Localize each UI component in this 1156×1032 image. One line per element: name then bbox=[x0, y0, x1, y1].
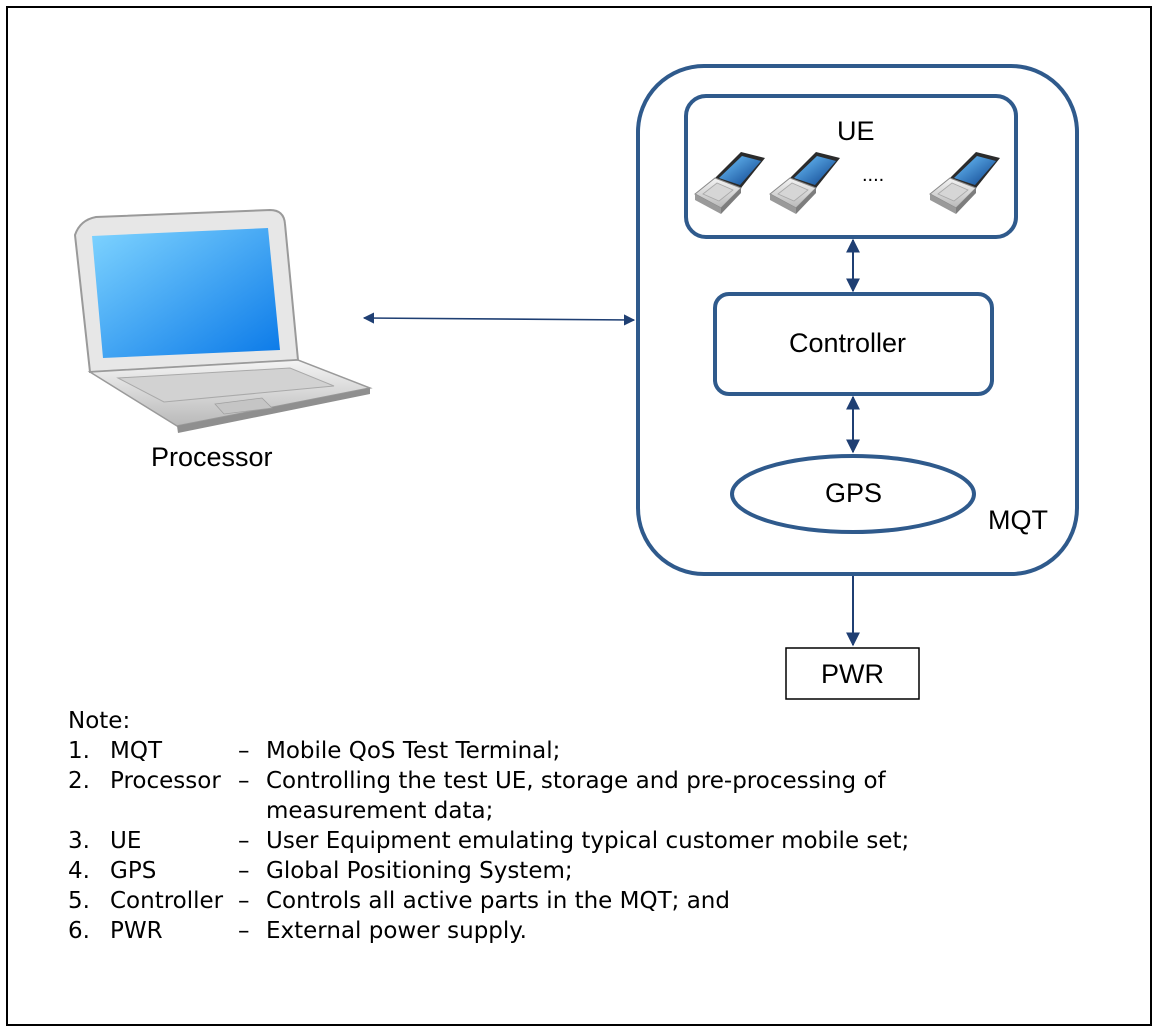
gps-label: GPS bbox=[825, 478, 883, 508]
note-item: 4. GPS – Global Positioning System; bbox=[68, 856, 573, 886]
note-term: Controller bbox=[110, 888, 224, 914]
processor-label: Processor bbox=[151, 442, 273, 472]
notes-section: Note: 1. MQT – Mobile QoS Test Terminal;… bbox=[68, 706, 909, 946]
note-dash: – bbox=[238, 738, 250, 764]
ue-ellipsis: .... bbox=[862, 164, 885, 186]
ue-device-icon bbox=[769, 151, 841, 215]
gps-ellipse bbox=[730, 454, 976, 534]
note-number: 1. bbox=[68, 738, 90, 764]
arrow-processor-mqt bbox=[362, 312, 636, 326]
note-term: UE bbox=[110, 828, 142, 854]
note-number: 3. bbox=[68, 828, 90, 854]
pwr-box bbox=[785, 647, 920, 700]
note-description: Global Positioning System; bbox=[266, 858, 573, 884]
figure-frame bbox=[6, 6, 1152, 1026]
note-description: Mobile QoS Test Terminal; bbox=[266, 738, 561, 764]
note-dash: – bbox=[238, 858, 250, 884]
note-item: 5. Controller – Controls all active part… bbox=[68, 886, 730, 916]
notes-heading: Note: bbox=[68, 708, 131, 734]
note-number: 6. bbox=[68, 918, 90, 944]
note-item: 2. Processor – Controlling the test UE, … bbox=[68, 766, 886, 826]
processor-laptop-icon bbox=[73, 208, 373, 433]
note-dash: – bbox=[238, 888, 250, 914]
pwr-label: PWR bbox=[821, 659, 884, 689]
note-dash: – bbox=[238, 768, 250, 794]
note-term: Processor bbox=[110, 768, 221, 794]
note-dash: – bbox=[238, 828, 250, 854]
note-description: External power supply. bbox=[266, 918, 527, 944]
controller-box bbox=[713, 292, 994, 396]
note-description: User Equipment emulating typical custome… bbox=[266, 828, 910, 854]
note-dash: – bbox=[238, 918, 250, 944]
ue-device-icon bbox=[929, 151, 1001, 215]
note-description: Controls all active parts in the MQT; an… bbox=[266, 888, 730, 914]
note-number: 5. bbox=[68, 888, 90, 914]
note-item: 3. UE – User Equipment emulating typical… bbox=[68, 826, 909, 856]
note-term: MQT bbox=[110, 738, 162, 764]
ue-label: UE bbox=[837, 116, 875, 146]
controller-label: Controller bbox=[789, 328, 907, 358]
note-term: PWR bbox=[110, 918, 163, 944]
note-number: 2. bbox=[68, 768, 90, 794]
ue-device-icon bbox=[694, 151, 766, 215]
note-item: 1. MQT – Mobile QoS Test Terminal; bbox=[68, 736, 560, 766]
ue-box bbox=[684, 94, 1018, 239]
mqt-container bbox=[636, 64, 1079, 576]
note-item: 6. PWR – External power supply. bbox=[68, 916, 527, 946]
note-number: 4. bbox=[68, 858, 90, 884]
note-term: GPS bbox=[110, 858, 157, 884]
note-description: Controlling the test UE, storage and pre… bbox=[266, 768, 886, 824]
mqt-label: MQT bbox=[988, 505, 1048, 535]
